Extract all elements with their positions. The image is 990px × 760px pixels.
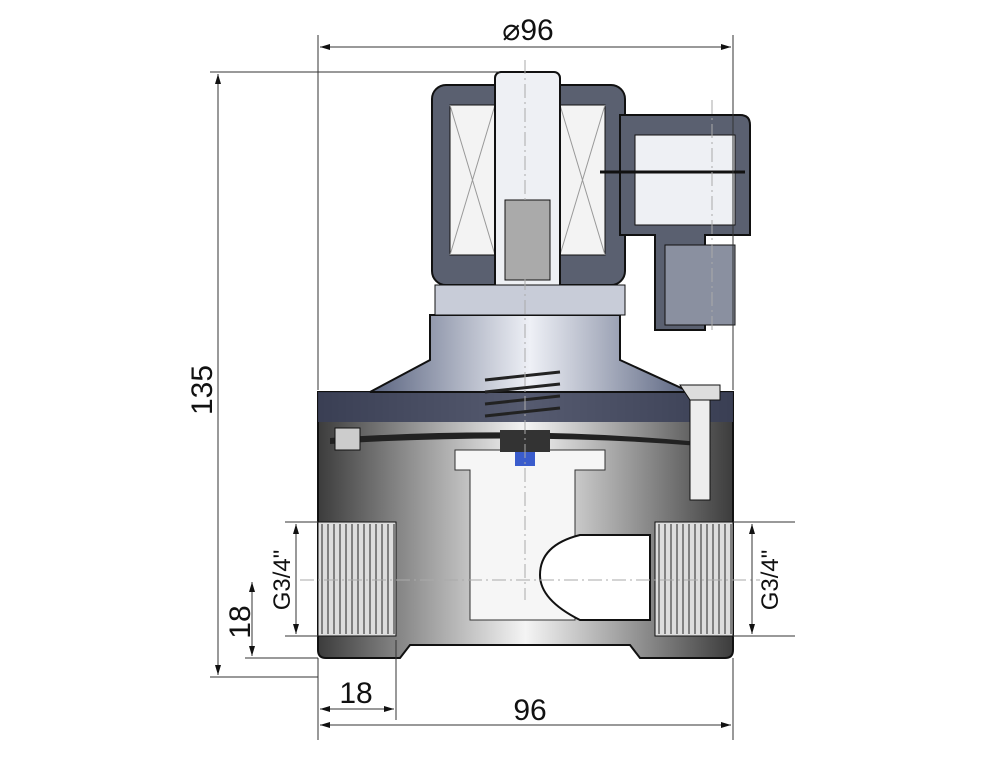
dim-port-height: 18 [224, 605, 257, 638]
screw [334, 427, 361, 451]
dim-left-thread: G3/4" [269, 550, 296, 611]
right-thread [654, 521, 734, 637]
coil-housing [431, 71, 626, 316]
seal-insert [515, 452, 535, 466]
dim-total-height: 135 [186, 365, 219, 415]
spring [484, 370, 561, 418]
connector [600, 114, 751, 331]
left-thread [317, 521, 397, 637]
dim-body-width: 96 [513, 694, 546, 727]
bolt [679, 384, 721, 501]
diaphragm [330, 432, 700, 446]
dim-top-diameter: ⌀96 [502, 14, 553, 47]
dim-right-thread: G3/4" [757, 550, 784, 611]
dim-thread-length: 18 [339, 677, 372, 710]
dimension-lines [210, 35, 795, 740]
bonnet [369, 314, 691, 393]
